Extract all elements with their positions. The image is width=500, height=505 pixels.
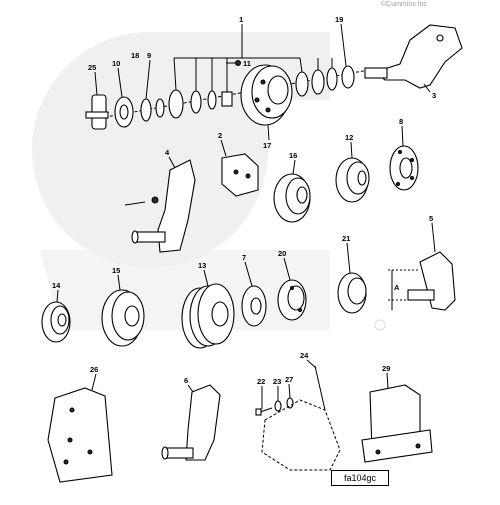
part-4-bracket	[124, 159, 196, 253]
copyright-notice: ©Cummins Inc	[381, 1, 427, 8]
part-23-washer	[274, 400, 282, 412]
part-20-flange	[277, 279, 307, 321]
part-8-gasket	[389, 145, 419, 191]
callout-27: 27	[285, 375, 293, 384]
seal-ring-a	[155, 98, 165, 118]
part-10-bearing	[114, 96, 134, 128]
seal-ring-b	[190, 90, 202, 114]
spacer	[221, 91, 233, 107]
callout-2: 2	[218, 131, 222, 140]
callout-5: 5	[429, 214, 433, 223]
callout-leaders	[56, 23, 436, 409]
callout-22: 22	[257, 377, 265, 386]
dimension-A: A	[394, 283, 400, 292]
part-3-bracket	[364, 24, 463, 89]
callout-13: 13	[198, 261, 206, 270]
part-26-bracket	[47, 387, 113, 483]
bearing-cone-b	[295, 71, 309, 97]
callout-29: 29	[382, 364, 390, 373]
part-6-bracket	[161, 384, 221, 461]
bearing-cone-a	[168, 89, 184, 119]
hub-assembly-group	[85, 24, 463, 130]
part-12-pulley	[335, 157, 370, 203]
callout-11: 11	[243, 59, 251, 68]
figure-code: fa104gc	[331, 470, 389, 486]
part-14-hub	[41, 301, 71, 343]
part-21-hub	[337, 272, 367, 314]
callout-21: 21	[342, 234, 350, 243]
part-19-seal	[341, 65, 355, 89]
callout-19: 19	[335, 15, 343, 24]
seal-ring-d	[326, 67, 338, 91]
part-17-pulley-hub	[240, 64, 293, 126]
part-15-pulley	[101, 289, 145, 347]
part-29-bracket	[361, 384, 433, 463]
callout-6: 6	[184, 376, 188, 385]
callout-24: 24	[300, 351, 309, 360]
callout-8: 8	[399, 117, 403, 126]
callout-14: 14	[52, 281, 61, 290]
callout-7: 7	[242, 253, 246, 262]
callout-26: 26	[90, 365, 98, 374]
part-18-pulley	[273, 173, 311, 223]
part-13-pulley	[181, 283, 235, 349]
callout-18-top: 18	[131, 51, 139, 60]
part-25-retainer	[85, 94, 109, 130]
callout-10: 10	[112, 59, 120, 68]
callout-3: 3	[432, 91, 436, 100]
part-7-flange	[241, 285, 267, 327]
bearing-b	[311, 69, 325, 95]
part-22-bolt	[255, 407, 273, 416]
callout-20: 20	[278, 249, 286, 258]
part-2-block	[221, 153, 259, 197]
callout-17: 17	[263, 141, 271, 150]
callout-9: 9	[147, 51, 151, 60]
callout-16: 16	[289, 151, 297, 160]
callout-25: 25	[88, 63, 96, 72]
part-24-stud	[314, 365, 326, 411]
callout-12: 12	[345, 133, 353, 142]
callout-23: 23	[273, 377, 281, 386]
seal-ring-c	[207, 90, 217, 110]
engine-block-outline	[261, 399, 341, 471]
part-9-ring	[140, 98, 152, 122]
part-5-bracket	[388, 251, 456, 311]
registered-mark-icon	[374, 319, 386, 331]
callout-1: 1	[239, 15, 243, 24]
callout-4: 4	[165, 148, 170, 157]
callout-15: 15	[112, 266, 120, 275]
callout-labels: 1 19 10 9 25 11 3 18 17 2 4 16 12 8 5 21…	[52, 15, 436, 386]
